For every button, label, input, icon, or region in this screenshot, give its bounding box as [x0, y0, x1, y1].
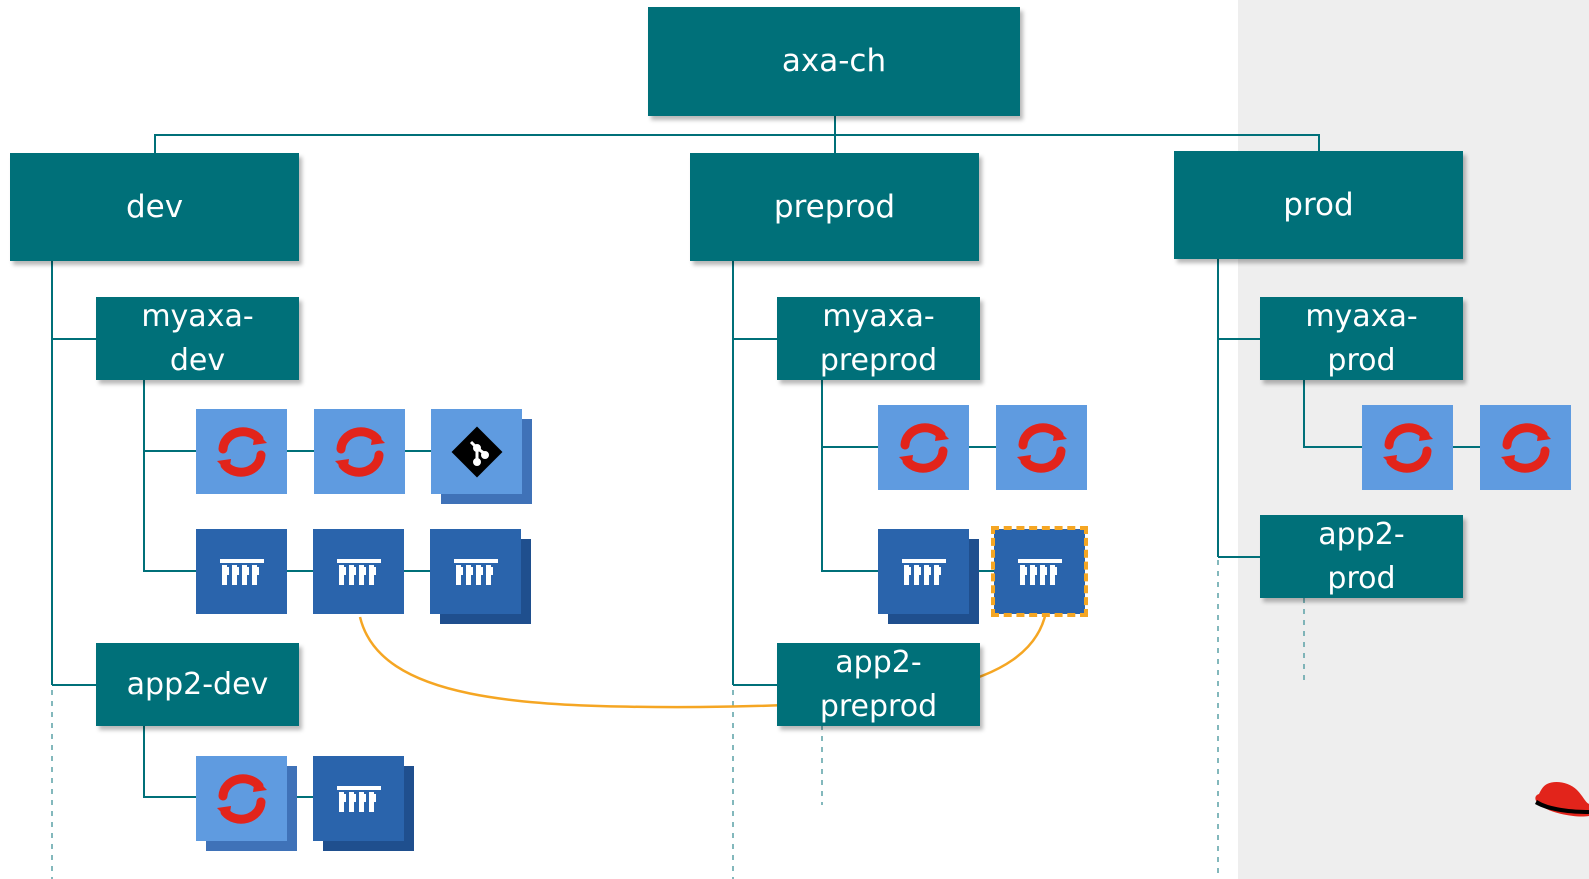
root-node-axa-ch[interactable]: axa-ch [648, 7, 1020, 116]
pipeline-icon[interactable] [313, 529, 404, 614]
openshift-icon[interactable] [314, 409, 405, 494]
openshift-icon[interactable] [1480, 405, 1571, 490]
project-label-app2-dev: app2-dev [126, 666, 269, 702]
redhat-logo [1535, 782, 1589, 817]
git-icon[interactable] [431, 409, 522, 494]
project-node-myaxa-prod[interactable]: myaxa- prod [1260, 297, 1463, 380]
project-label-app2-prod: app2- prod [1318, 516, 1405, 596]
project-label-app2-preprod: app2- preprod [819, 644, 938, 724]
connector-app2-dev-trunk [143, 725, 197, 798]
connector-myaxa-dev-trunk [143, 380, 197, 572]
openshift-icon[interactable] [878, 405, 969, 490]
project-node-app2-prod[interactable]: app2- prod [1260, 515, 1463, 598]
project-node-app2-preprod[interactable]: app2- preprod [777, 643, 980, 726]
pipeline-icon-selected[interactable] [991, 526, 1088, 617]
openshift-icon[interactable] [996, 405, 1087, 490]
project-node-myaxa-dev[interactable]: myaxa- dev [96, 297, 299, 380]
connector-root-bus [154, 134, 1320, 153]
pipeline-link-curve [358, 611, 1048, 709]
project-label-myaxa-prod: myaxa- prod [1305, 298, 1418, 378]
project-label-myaxa-preprod: myaxa- preprod [819, 298, 938, 378]
pipeline-icon[interactable] [313, 756, 404, 841]
env-label-preprod: preprod [773, 188, 896, 225]
env-label-dev: dev [125, 188, 184, 225]
openshift-icon[interactable] [1362, 405, 1453, 490]
pipeline-icon[interactable] [878, 529, 969, 614]
env-node-dev[interactable]: dev [10, 153, 299, 261]
project-node-myaxa-preprod[interactable]: myaxa- preprod [777, 297, 980, 380]
pipeline-icon[interactable] [430, 529, 521, 614]
openshift-icon[interactable] [196, 409, 287, 494]
pipeline-icon[interactable] [196, 529, 287, 614]
project-label-myaxa-dev: myaxa- dev [141, 298, 254, 378]
env-node-prod[interactable]: prod [1174, 151, 1463, 259]
project-node-app2-dev[interactable]: app2-dev [96, 643, 299, 726]
openshift-icon[interactable] [196, 756, 287, 841]
root-label: axa-ch [781, 43, 887, 79]
env-label-prod: prod [1283, 186, 1354, 223]
env-node-preprod[interactable]: preprod [690, 153, 979, 261]
